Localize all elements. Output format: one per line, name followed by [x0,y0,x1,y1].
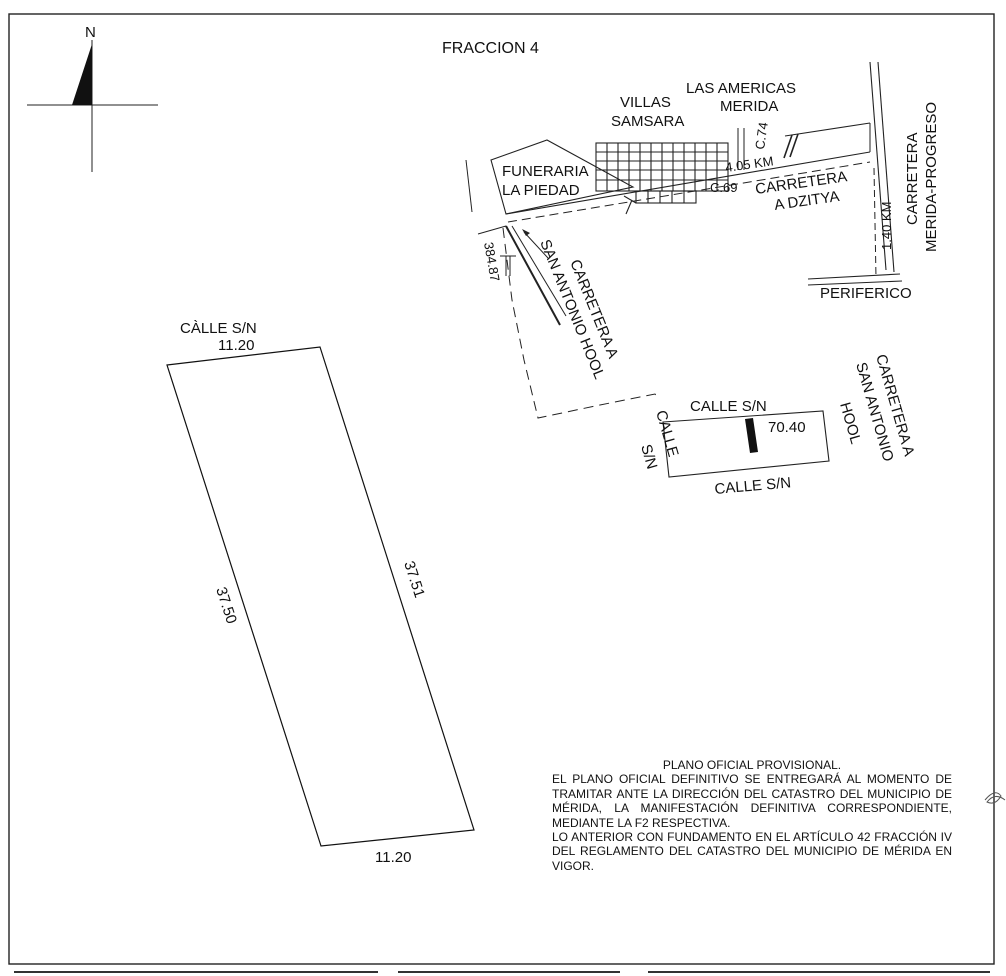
road-dzitya [505,151,871,215]
periferico-label: PERIFERICO [820,285,912,302]
margin-scribble [984,792,1006,804]
parcel-right-side: 37.51 [400,559,428,600]
note-heading: PLANO OFICIAL PROVISIONAL. [662,758,842,772]
parcel-street-label: CÀLLE S/N [180,320,257,337]
parcel-bottom-side: 11.20 [375,849,411,866]
funeraria-label-1: FUNERARIA [502,163,589,180]
parcel-top-side: 11.20 [218,337,254,354]
inset-carretera-3: HOOL [836,400,864,446]
sheet-border [8,13,995,965]
road-dzitya-dashed [507,161,871,223]
villas-label-1: VILLAS [620,94,671,111]
plan-title: FRACCION 4 [442,40,539,57]
note-paragraph-1: EL PLANO OFICIAL DEFINITIVO SE ENTREGARÁ… [552,772,952,830]
road-san-antonio-hool [505,225,561,326]
note-paragraph-2: LO ANTERIOR CON FUNDAMENTO EN EL ARTÍCUL… [552,830,952,873]
parcel-outline [166,346,475,847]
c69-label: C.69 [710,180,737,195]
provisional-plan-note: PLANO OFICIAL PROVISIONAL. EL PLANO OFIC… [552,758,952,873]
c74-label: C.74 [752,121,771,150]
north-arrow-icon: N [27,24,158,172]
inset-calle-left-2: S/N [637,442,660,471]
km405-label: 4.05 KM [724,153,774,175]
lot-inset: CALLE S/N 70.40 CALLE S/N CALLE S/N CARR… [637,352,917,498]
progreso-label-2: MERIDA-PROGRESO [923,102,940,252]
inset-lot-marker [745,418,758,453]
inset-calle-bottom: CALLE S/N [714,474,792,498]
highway-merida-progreso [869,61,887,271]
funeraria-lot [490,139,635,215]
d38487-label: 384.87 [481,241,503,283]
inset-calle-top: CALLE S/N [690,398,767,415]
route-dashed [502,227,659,419]
inset-lot-outline [662,410,830,478]
villas-samsara-grid [595,142,729,215]
americas-label-1: LAS AMERICAS [686,80,796,97]
inset-measure: 70.40 [768,419,806,436]
parcel-left-side: 37.50 [212,585,240,626]
villas-label-2: SAMSARA [611,113,684,130]
periferico-road [807,273,901,280]
km140-label: 1.40 KM [879,202,894,250]
north-label: N [85,24,96,41]
funeraria-label-2: LA PIEDAD [502,182,580,199]
progreso-label-1: CARRETERA [904,132,921,225]
americas-label-2: MERIDA [720,98,778,115]
